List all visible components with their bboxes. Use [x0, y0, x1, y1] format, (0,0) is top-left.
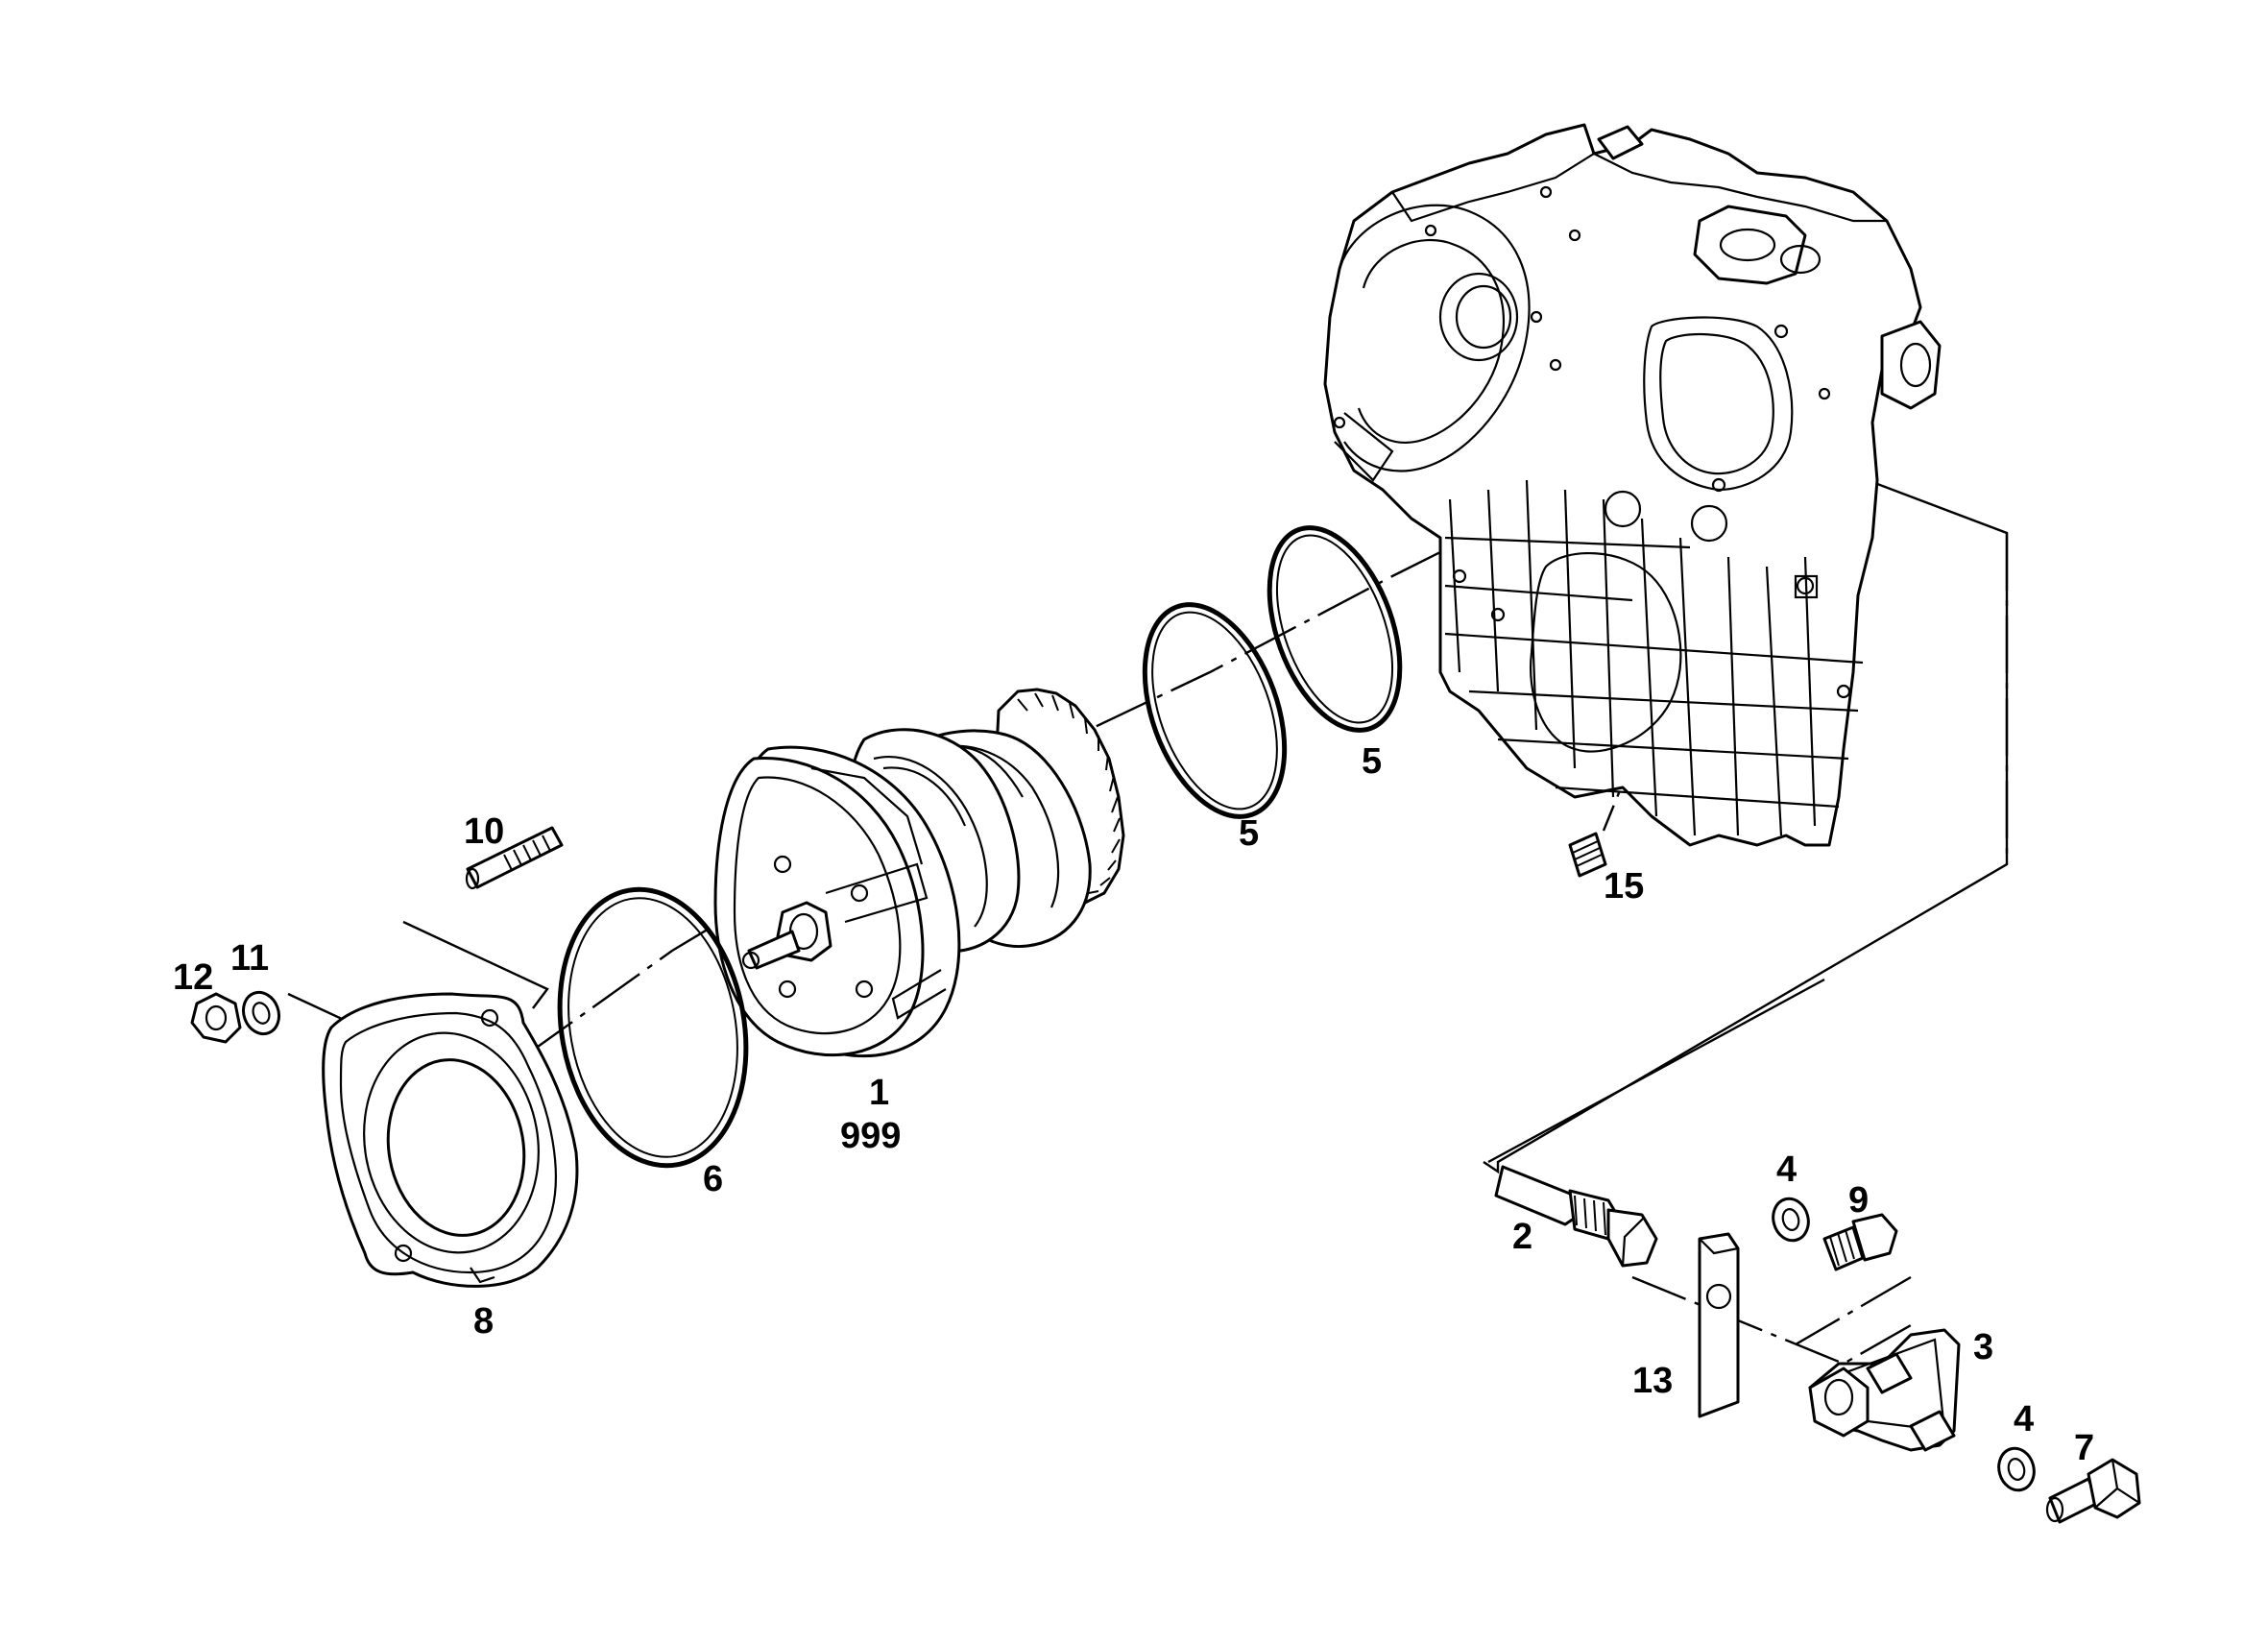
callout-11: 11	[230, 938, 269, 979]
callout-4-lower: 4	[2014, 1399, 2034, 1439]
water-pump-assembly	[713, 688, 1125, 1058]
callout-5-rear: 5	[1362, 741, 1382, 782]
callout-4-upper: 4	[1776, 1149, 1797, 1190]
threaded-plug	[1568, 832, 1607, 878]
o-ring-6	[557, 886, 749, 1169]
mounting-bracket	[1698, 1232, 1740, 1418]
timing-cover-housing	[1323, 123, 1942, 847]
callout-2: 2	[1512, 1217, 1532, 1257]
cover-plate	[322, 992, 579, 1288]
callout-8: 8	[473, 1301, 494, 1342]
banjo-bolt	[2045, 1458, 2141, 1524]
callout-13: 13	[1632, 1361, 1673, 1401]
union-fitting	[1822, 1213, 1898, 1271]
callout-6: 6	[703, 1159, 723, 1199]
callout-labels: 1 999 2 3 4 4 5 5 6 7 8 9 10 11 12 13 15	[173, 741, 2094, 1468]
callout-7: 7	[2074, 1428, 2094, 1468]
callout-12: 12	[173, 957, 213, 998]
callout-3: 3	[1973, 1327, 1993, 1367]
callout-999: 999	[840, 1116, 901, 1156]
callout-15: 15	[1604, 866, 1644, 907]
o-ring-5-rear	[1267, 525, 1403, 733]
washer	[241, 990, 281, 1036]
hex-nut	[190, 992, 242, 1044]
callout-9: 9	[1848, 1180, 1869, 1221]
callout-5-front: 5	[1239, 813, 1259, 854]
callout-10: 10	[464, 811, 504, 852]
sealing-washer-lower	[1997, 1446, 2036, 1492]
sealing-washer-upper	[1772, 1197, 1810, 1243]
coolant-pipe	[1808, 1328, 1961, 1452]
stud-bolt	[465, 826, 564, 890]
callout-1: 1	[869, 1073, 889, 1113]
temperature-sender	[1494, 1165, 1658, 1268]
o-ring-5-front	[1142, 602, 1288, 819]
